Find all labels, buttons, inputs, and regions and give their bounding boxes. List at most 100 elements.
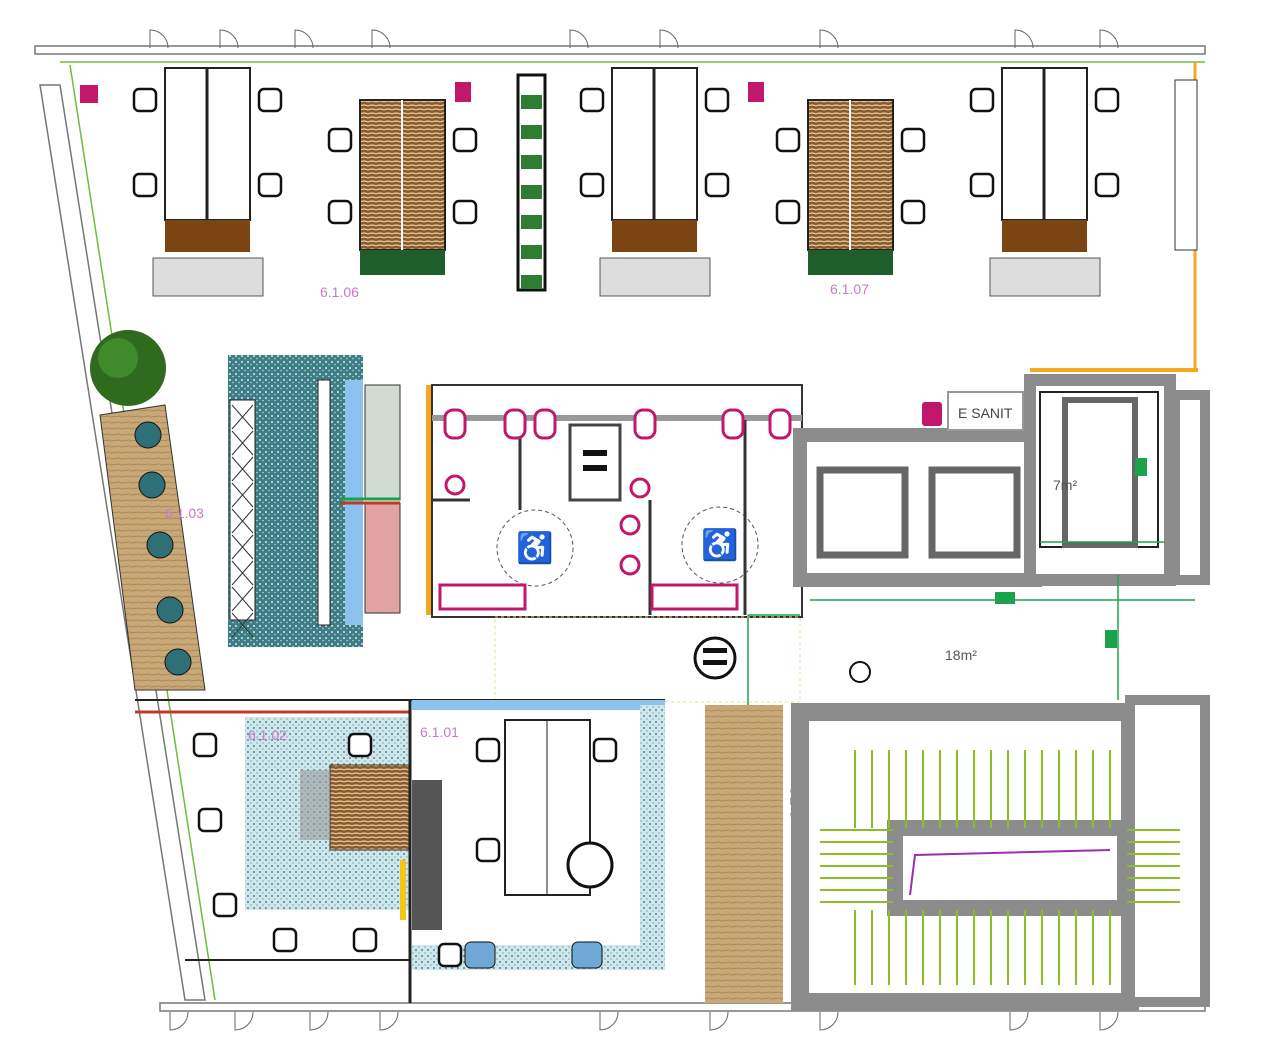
shelf-unit — [1174, 79, 1198, 251]
sink-icon — [629, 477, 651, 499]
chair — [452, 127, 478, 153]
door-swing — [294, 29, 314, 49]
chair — [969, 172, 995, 198]
chair — [192, 732, 218, 758]
stair-core — [791, 695, 1210, 1011]
shelf-cell — [231, 430, 254, 456]
armchair — [571, 941, 603, 969]
chair — [900, 127, 926, 153]
shelf-cell — [231, 456, 254, 482]
toilet-icon — [443, 408, 467, 440]
plant — [521, 245, 542, 259]
door-swing — [219, 29, 239, 49]
plant — [521, 155, 542, 169]
shelf-cell — [231, 508, 254, 534]
toilet-icon — [768, 408, 792, 440]
door-swing — [234, 1011, 254, 1031]
meeting-table — [329, 764, 411, 851]
room-label-6-1-06: 6.1.06 — [320, 284, 359, 300]
shelf-cell — [231, 586, 254, 612]
door-swing — [1099, 1011, 1119, 1031]
door-swing — [149, 29, 169, 49]
shelf-cell — [231, 534, 254, 560]
building-core — [793, 374, 1210, 587]
area-label-shaft: 7m² — [1053, 477, 1077, 493]
chair — [475, 837, 501, 863]
booth-red — [364, 502, 401, 614]
chair — [969, 87, 995, 113]
door-swing — [169, 1011, 189, 1031]
chair — [579, 172, 605, 198]
chair — [1094, 172, 1120, 198]
chairs — [192, 732, 618, 969]
chair — [475, 737, 501, 763]
lockers — [438, 583, 527, 611]
chair — [1094, 87, 1120, 113]
door-swing — [659, 29, 679, 49]
chair — [132, 172, 158, 198]
chair — [347, 732, 373, 758]
toilet-icon — [503, 408, 527, 440]
room-label-6-1-02: 6.1.02 — [248, 727, 287, 743]
accessible-icon: ♿ — [516, 530, 553, 565]
chair — [704, 172, 730, 198]
stair-treads — [820, 750, 1180, 985]
stool — [138, 471, 166, 499]
accessible-icon: ♿ — [701, 527, 738, 562]
chair — [197, 807, 223, 833]
door-swing — [1014, 29, 1034, 49]
stool — [164, 648, 192, 676]
hedge — [360, 250, 445, 275]
shelving — [229, 399, 256, 621]
room-label-6-1-07: 6.1.07 — [830, 281, 869, 297]
fixture — [748, 82, 764, 102]
door-swing — [819, 29, 839, 49]
chair — [327, 127, 353, 153]
chair — [775, 127, 801, 153]
chair — [452, 199, 478, 225]
door-swing — [599, 1011, 619, 1031]
stool — [146, 531, 174, 559]
door-swing — [1099, 29, 1119, 49]
armchair — [464, 941, 496, 969]
corridor-zone — [494, 616, 801, 703]
toilet-icon — [633, 408, 657, 440]
room-label-6-1-01: 6.1.01 — [420, 724, 459, 740]
chair — [352, 927, 378, 953]
fixture — [455, 82, 471, 102]
chair — [272, 927, 298, 953]
toilet-fixtures — [438, 408, 792, 611]
tree-canopy — [98, 338, 138, 378]
planter-bench — [989, 257, 1101, 297]
shelf-cell — [231, 482, 254, 508]
door-swing — [819, 1011, 839, 1031]
wheelchair-turning-circle — [496, 509, 574, 587]
storage-cabinet — [412, 780, 442, 930]
desk-wood-top — [612, 220, 697, 252]
room-label-6-1-03: 6.1.03 — [165, 505, 204, 521]
sensor-icon — [849, 661, 871, 683]
chair — [579, 87, 605, 113]
shelf-cell — [231, 560, 254, 586]
window-doors — [149, 29, 1119, 1031]
shelf-cell — [231, 612, 254, 638]
lockers — [650, 583, 739, 611]
chair — [775, 199, 801, 225]
chair — [257, 87, 283, 113]
chair — [900, 199, 926, 225]
plant — [521, 215, 542, 229]
stair-well — [887, 820, 1133, 916]
booth-green — [364, 384, 401, 501]
sink-icon — [619, 554, 641, 576]
chair — [437, 942, 463, 968]
plant — [521, 125, 542, 139]
bin-icon — [693, 636, 737, 680]
shelf-cell — [231, 404, 254, 430]
fixture — [80, 85, 98, 103]
stool — [134, 421, 162, 449]
sanitary-tag: E SANIT — [958, 405, 1013, 421]
bench-stools — [134, 421, 192, 676]
open-office-desks — [80, 67, 1198, 297]
toilet-icon — [533, 408, 557, 440]
